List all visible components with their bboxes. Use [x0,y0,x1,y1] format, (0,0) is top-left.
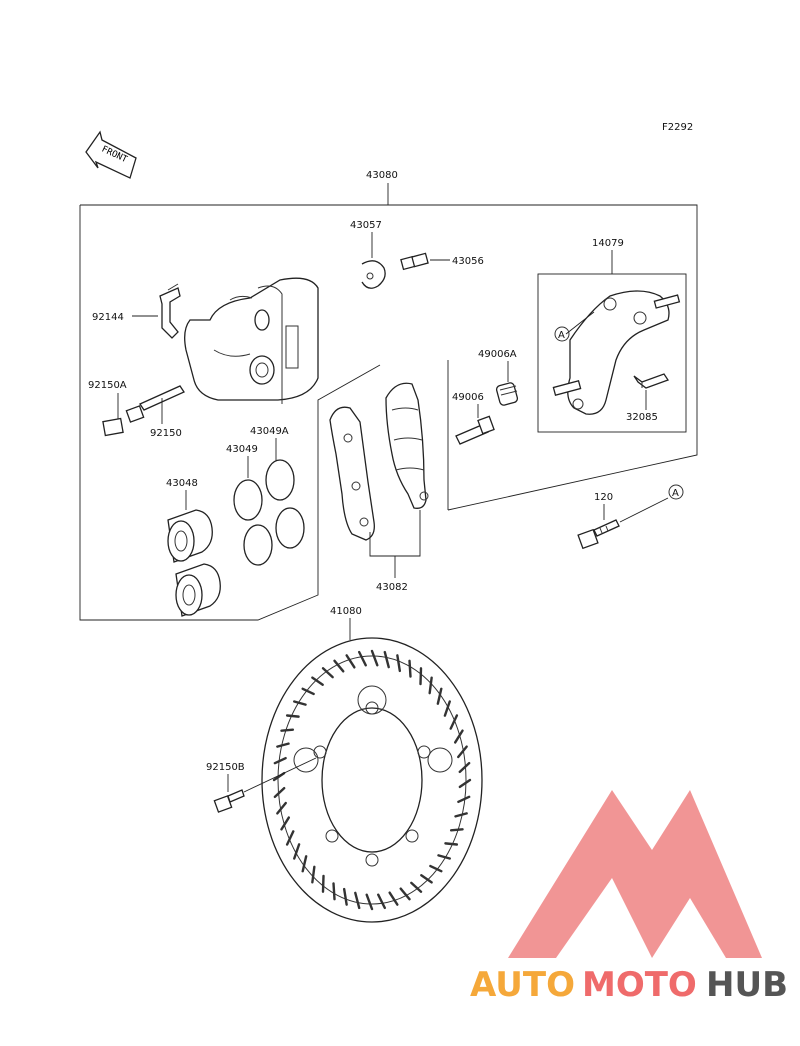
vent-slot [449,828,464,832]
vent-slot [276,742,290,748]
vent-slot [285,714,300,718]
vent-slot [454,812,468,818]
vent-slot [321,874,325,893]
vent-slot [458,761,471,774]
vent-slot [280,728,295,732]
assembly-bracket-43080 [79,183,698,621]
vent-slot [276,801,287,815]
watermark-auto: AUTO [470,965,575,1005]
label-49006: 49006 [452,392,484,403]
vent-slot [419,667,423,686]
brake-disc-41080 [261,637,483,923]
label-43082: 43082 [376,582,408,593]
label-43048: 43048 [166,478,198,489]
vent-slot [370,649,379,667]
brake-pads-43082 [329,382,429,541]
vent-slot [443,700,451,717]
automotohub-logo: AUTO MOTO HUB [470,790,788,1005]
vent-slot [429,864,443,873]
disc-bolt-92150B [213,789,245,813]
label-43057: 43057 [350,220,382,231]
anti-rattle-spring-92144 [159,283,181,339]
vent-slot [273,786,286,799]
vent-slot [408,659,412,678]
vent-slot [293,700,307,706]
vent-slot [458,778,472,789]
vent-slot [285,830,295,846]
disc-vent-slots [272,649,472,911]
vent-slot [420,874,433,884]
label-43049A: 43049A [250,426,289,437]
label-41080: 41080 [330,606,362,617]
piston-seals-43049 [233,459,305,566]
label-32085: 32085 [626,412,658,423]
svg-text:A: A [672,488,679,499]
front-arrow-icon: FRONT [85,130,137,179]
ref-marker-a-lower: A [668,484,684,500]
bleed-valve-43056 [400,252,429,271]
bolt-120 [577,519,620,550]
slide-pin-92150 [125,385,185,423]
pad-spring-32085 [633,373,669,389]
label-120: 120 [594,492,613,503]
vent-slot [410,881,423,893]
vent-slot [332,882,336,901]
vent-slot [457,745,468,759]
label-92150A: 92150A [88,380,127,391]
caliper-body [184,277,319,404]
vent-slot [321,667,334,679]
watermark-moto: MOTO [582,965,697,1005]
label-92150: 92150 [150,428,182,439]
vent-slot [333,659,345,673]
vent-slot [311,865,316,884]
vent-slot [377,893,386,910]
vent-slot [301,687,315,696]
vent-slot [354,891,361,910]
pistons-43048 [167,509,221,617]
vent-slot [453,729,464,744]
pin-49006 [455,415,495,445]
label-43080: 43080 [366,170,398,181]
vent-slot [388,891,399,906]
clip-43057 [361,260,386,289]
ref-marker-a-upper: A [554,326,570,342]
boot-49006A [495,382,519,406]
vent-slot [399,887,411,901]
vent-slot [345,654,356,669]
label-49006A: 49006A [478,349,517,360]
vent-slot [301,855,308,873]
watermark-hub: HUB [706,965,788,1005]
label-43056: 43056 [452,256,484,267]
vent-slot [311,676,324,686]
svg-text:A: A [558,330,565,341]
vent-slot [437,854,451,860]
bracket-box-14079 [537,273,687,433]
vent-slot [293,843,301,860]
vent-slot [273,756,287,765]
figure-code: F2292 [662,122,693,133]
vent-slot [436,687,443,705]
vent-slot [358,650,367,667]
vent-slot [396,654,402,673]
vent-slot [449,714,459,730]
caliper-bracket-14079 [552,290,681,415]
label-92144: 92144 [92,312,124,323]
label-14079: 14079 [592,238,624,249]
vent-slot [365,893,374,911]
vent-slot [342,887,348,906]
vent-slot [428,676,433,695]
label-92150B: 92150B [206,762,245,773]
vent-slot [444,842,459,846]
cap-92150A [102,417,124,437]
label-43049: 43049 [226,444,258,455]
vent-slot [457,795,471,804]
vent-slot [383,650,390,669]
vent-slot [280,816,291,831]
